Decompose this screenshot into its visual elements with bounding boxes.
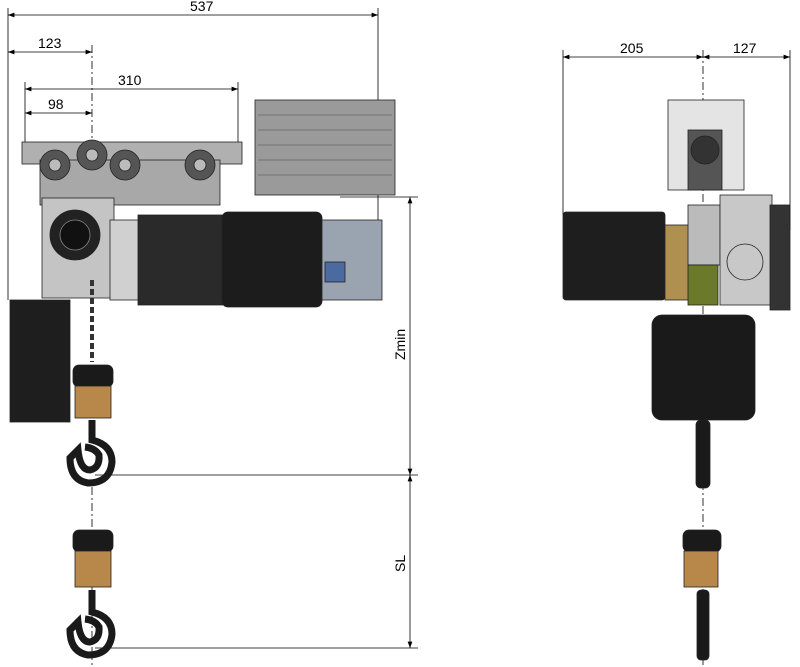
dim-123: 123 [38, 35, 62, 51]
dim-127: 127 [733, 40, 757, 56]
control-box [562, 211, 666, 301]
control-box [9, 299, 71, 423]
controller [321, 219, 383, 301]
side-view [562, 99, 791, 661]
wheel [769, 204, 791, 311]
dim-zmin: Zmin [392, 329, 408, 360]
hook-block-lower [683, 550, 719, 588]
dim-sl: SL [392, 555, 408, 572]
hook-block [72, 364, 114, 388]
dim-310: 310 [118, 72, 142, 88]
chain-guide [695, 419, 711, 489]
dim-537: 537 [190, 0, 214, 14]
hook-side [696, 589, 710, 661]
hook-icon [66, 420, 116, 487]
dim-98: 98 [48, 96, 64, 112]
gearbox [719, 194, 773, 306]
pendant-housing [651, 314, 756, 421]
dim-205: 205 [620, 40, 644, 56]
hook-block-lower [72, 529, 114, 553]
rail-section [254, 99, 396, 196]
motor [137, 214, 229, 306]
front-view [9, 99, 396, 665]
hook-icon [66, 590, 116, 659]
